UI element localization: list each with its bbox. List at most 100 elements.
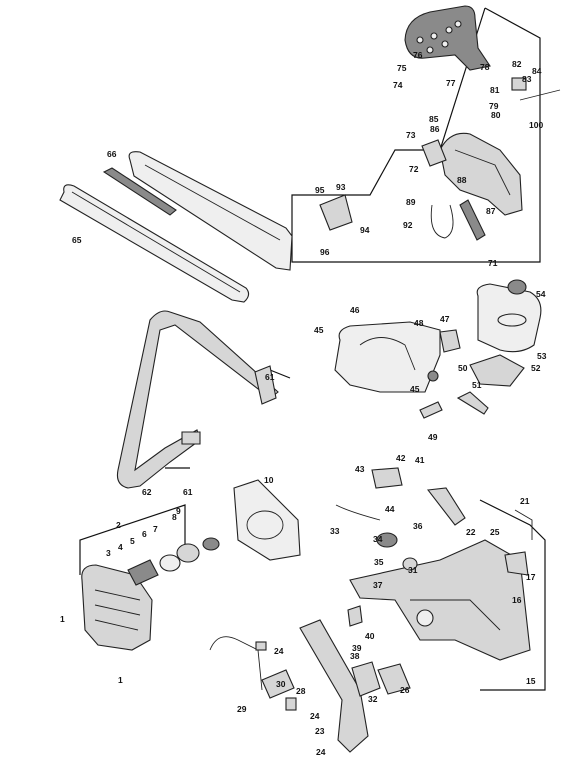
callout-79: 79: [489, 101, 499, 111]
callout-33: 33: [330, 526, 340, 536]
ignition-lead: [209, 636, 263, 691]
callout-80: 80: [491, 110, 501, 120]
callout-81: 81: [490, 85, 500, 95]
throttle-trigger: [426, 487, 466, 526]
throttle-rod: [514, 509, 533, 540]
brake-band: [421, 139, 447, 167]
terminal-clip: [285, 697, 297, 711]
callout-71: 71: [488, 258, 498, 268]
group-frame-2: [79, 504, 186, 575]
callout-45: 45: [314, 325, 324, 335]
rear-handle-guard: [404, 5, 491, 71]
filter-knob: [507, 279, 527, 295]
callout-17: 17: [526, 572, 536, 582]
callout-53: 53: [537, 351, 547, 361]
callout-28: 28: [296, 686, 306, 696]
callout-61: 61: [183, 487, 193, 497]
carburetor: [377, 663, 411, 695]
callout-93: 93: [336, 182, 346, 192]
callout-23: 23: [315, 726, 325, 736]
chain-catcher: [319, 194, 353, 231]
clutch-spring: [430, 204, 454, 239]
callout-4: 4: [118, 542, 123, 552]
callout-5: 5: [130, 536, 135, 546]
callout-29: 29: [237, 704, 247, 714]
group-frame-15: [479, 499, 546, 691]
callout-47: 47: [440, 314, 450, 324]
callout-45: 45: [410, 384, 420, 394]
callout-52: 52: [531, 363, 541, 373]
fan-cowl: [233, 479, 301, 561]
callout-24: 24: [316, 747, 326, 757]
callout-73: 73: [406, 130, 416, 140]
base-port: [416, 609, 434, 627]
callout-74: 74: [393, 80, 403, 90]
fuel-tank-cap: [376, 532, 398, 548]
callout-2: 2: [116, 520, 121, 530]
callout-49: 49: [428, 432, 438, 442]
callout-84: 84: [532, 66, 542, 76]
chain-oiler: [456, 391, 489, 415]
callout-42: 42: [396, 453, 406, 463]
callout-7: 7: [153, 524, 158, 534]
callout-66: 66: [107, 149, 117, 159]
callout-92: 92: [403, 220, 413, 230]
callout-87: 87: [486, 206, 496, 216]
callout-16: 16: [512, 595, 522, 605]
callout-82: 82: [512, 59, 522, 69]
cover-plate: [439, 329, 461, 353]
spark-plug-cap: [255, 641, 267, 651]
callout-8: 8: [172, 512, 177, 522]
callout-1: 1: [60, 614, 65, 624]
chain-tensioner-block: [371, 467, 403, 489]
callout-76: 76: [413, 50, 423, 60]
callout-89: 89: [406, 197, 416, 207]
oil-pump-worm: [459, 199, 486, 241]
engine-housing: [439, 132, 523, 216]
handle-bracket: [254, 365, 277, 405]
callout-10: 10: [264, 475, 274, 485]
rope-pulley: [127, 559, 159, 586]
saw-chain: [102, 167, 177, 216]
callout-46: 46: [350, 305, 360, 315]
callout-24: 24: [310, 711, 320, 721]
rear-handle-grip: [299, 619, 369, 753]
callout-86: 86: [430, 124, 440, 134]
callout-6: 6: [142, 529, 147, 539]
callout-54: 54: [536, 289, 546, 299]
callout-100: 100: [529, 120, 543, 130]
callout-85: 85: [429, 114, 439, 124]
trigger-lockout: [504, 551, 529, 576]
callout-3: 3: [106, 548, 111, 558]
fuel-line: [335, 504, 381, 521]
fuel-filter: [402, 557, 418, 571]
callout-48: 48: [414, 318, 424, 328]
callout-22: 22: [466, 527, 476, 537]
filter-knob-seat: [497, 313, 527, 327]
callout-30: 30: [276, 679, 286, 689]
callout-44: 44: [385, 504, 395, 514]
callout-34: 34: [373, 534, 383, 544]
starter-spring: [159, 554, 181, 572]
starter-washer: [202, 537, 220, 551]
bumper-spike: [511, 77, 527, 91]
callout-43: 43: [355, 464, 365, 474]
starter-pawl: [176, 543, 200, 563]
handle-lower-bracket: [181, 431, 201, 445]
callout-26: 26: [400, 685, 410, 695]
ignition-module: [261, 669, 295, 699]
callout-31: 31: [408, 565, 418, 575]
group-frame-61: [165, 369, 291, 469]
callout-15: 15: [526, 676, 536, 686]
callout-95: 95: [315, 185, 325, 195]
callout-72: 72: [409, 164, 419, 174]
callout-24: 24: [274, 646, 284, 656]
callout-36: 36: [413, 521, 423, 531]
callout-75: 75: [397, 63, 407, 73]
callout-1: 1: [118, 675, 123, 685]
callout-96: 96: [320, 247, 330, 257]
cylinder-cover: [334, 321, 441, 393]
adjust-lever: [419, 401, 443, 419]
